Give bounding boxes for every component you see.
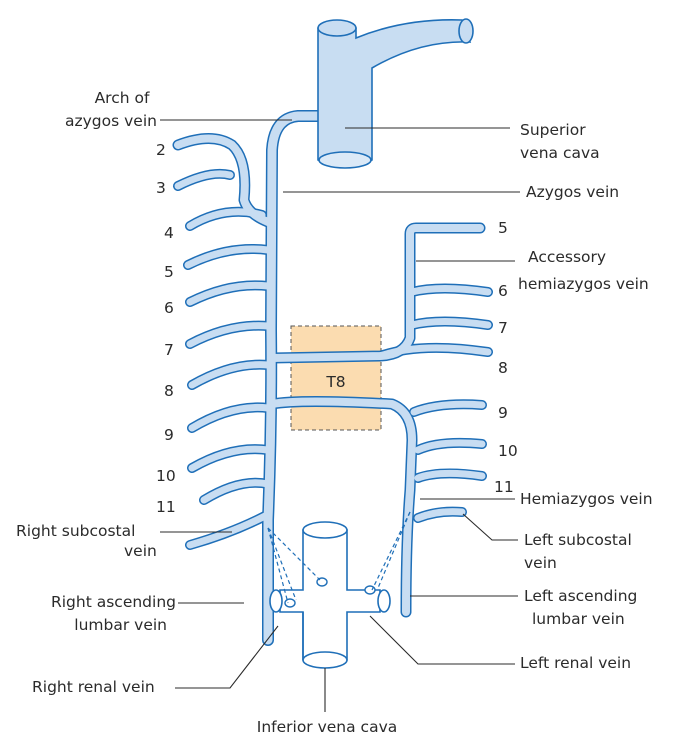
label-left-subcostal-line1: Left subcostal [524,531,632,549]
label-left-renal: Left renal vein [520,654,631,672]
label-right-ascending-line2: lumbar vein [74,616,167,634]
right-rib-number: 3 [156,179,166,197]
right-rib-number: 5 [164,263,174,281]
left-rib-6 [412,289,488,293]
left-rib-number: 8 [498,359,508,377]
label-svc-line1: Superior [520,121,586,139]
label-left-ascending-line1: Left ascending [524,587,637,605]
right-rib-11 [204,483,268,500]
right-rib-10 [192,449,268,468]
left-rib-number: 6 [498,282,508,300]
left-rib-number: 5 [498,219,508,237]
vertebra-t8: T8 [291,326,381,430]
right-rib-number: 8 [164,382,174,400]
left-rib-number: 7 [498,319,508,337]
left-rib-number: 10 [498,442,518,460]
label-accessory-line2: hemiazygos vein [518,275,649,293]
right-rib-7 [190,326,268,344]
right-rib-number: 10 [156,467,176,485]
label-azygos: Azygos vein [526,183,619,201]
left-rib-number: 11 [494,478,514,496]
right-rib-number: 11 [156,498,176,516]
label-hemiazygos: Hemiazygos vein [520,490,653,508]
label-right-ascending-line1: Right ascending [51,593,176,611]
label-arch-line2: azygos vein [65,112,157,130]
label-ivc: Inferior vena cava [257,718,398,736]
right-rib-number: 7 [164,341,174,359]
right-rib-6 [190,285,268,302]
label-left-ascending-line2: lumbar vein [532,610,625,628]
vertebra-label: T8 [325,373,345,391]
right-rib-number: 9 [164,426,174,444]
left-rib-number: 9 [498,404,508,422]
right-rib-number: 2 [156,141,166,159]
label-right-subcostal-line1: Right subcostal [16,522,135,540]
right-subcostal [190,516,265,545]
left-rib-7 [412,322,488,326]
right-rib-number: 6 [164,299,174,317]
label-right-renal: Right renal vein [32,678,155,696]
superior-vena-cava-shape [318,19,473,168]
label-accessory-line1: Accessory [528,248,606,266]
left-rib-10 [418,443,482,450]
label-right-subcostal-line2: vein [124,542,157,560]
right-rib-numbers: 2 3 4 5 6 7 8 9 10 11 [156,141,176,516]
label-left-subcostal-line2: vein [524,554,557,572]
right-rib-number: 4 [164,224,174,242]
right-rib-5 [188,249,268,265]
label-arch-line1: Arch of [95,89,150,107]
label-svc-line2: vena cava [520,144,600,162]
